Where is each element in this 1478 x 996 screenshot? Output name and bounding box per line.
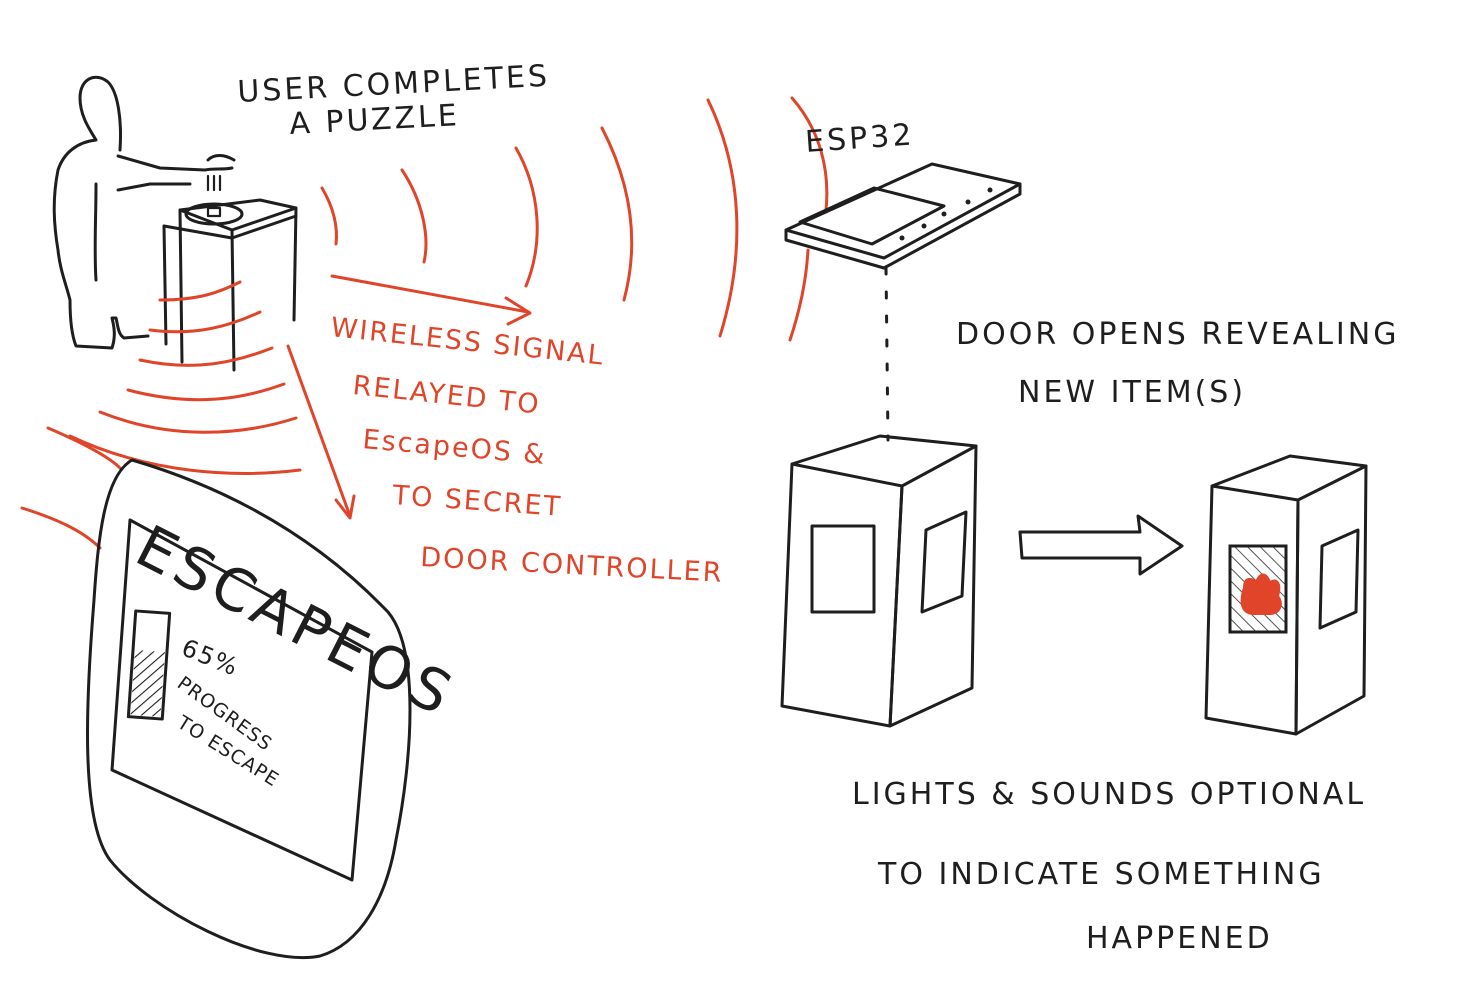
table-signal-waves xyxy=(20,280,302,550)
door-label-line1: DOOR OPENS REVEALING xyxy=(956,317,1399,352)
relay-arrow-down xyxy=(286,344,356,520)
puzzle-table-icon xyxy=(162,198,298,372)
lights-label-line3: HAPPENED xyxy=(1086,921,1273,956)
revealed-item xyxy=(1240,573,1282,615)
right-arrow-icon xyxy=(1018,514,1184,576)
cabinet-open-icon xyxy=(1204,454,1368,736)
signal-label-line4: TO SECRET xyxy=(391,480,563,523)
relay-arrow-right xyxy=(330,274,532,326)
user-label-line2: A PUZZLE xyxy=(289,98,461,142)
cabinet-closed-icon xyxy=(780,434,978,728)
signal-label-line1: WIRELESS SIGNAL xyxy=(329,312,606,372)
esp32-label: ESP32 xyxy=(804,117,915,160)
esp32-board-icon xyxy=(784,162,1022,270)
signal-label-line3: EscapeOS & xyxy=(361,424,547,471)
signal-label-line5: DOOR CONTROLLER xyxy=(420,542,725,589)
tablet-progress-fill xyxy=(130,649,165,717)
lights-label-line2: TO INDICATE SOMETHING xyxy=(877,857,1325,892)
wireless-signal-waves xyxy=(320,96,829,342)
esp32-wire xyxy=(884,266,890,442)
door-label-line2: NEW ITEM(S) xyxy=(1018,375,1246,410)
tablet-progress-bar xyxy=(126,609,172,721)
tablet-icon xyxy=(86,458,412,959)
person-icon xyxy=(52,75,236,350)
signal-label-line2: RELAYED TO xyxy=(351,370,542,421)
tablet-brand-text: ESCAPEOS xyxy=(126,512,467,730)
lights-label-line1: LIGHTS & SOUNDS OPTIONAL xyxy=(852,777,1366,812)
